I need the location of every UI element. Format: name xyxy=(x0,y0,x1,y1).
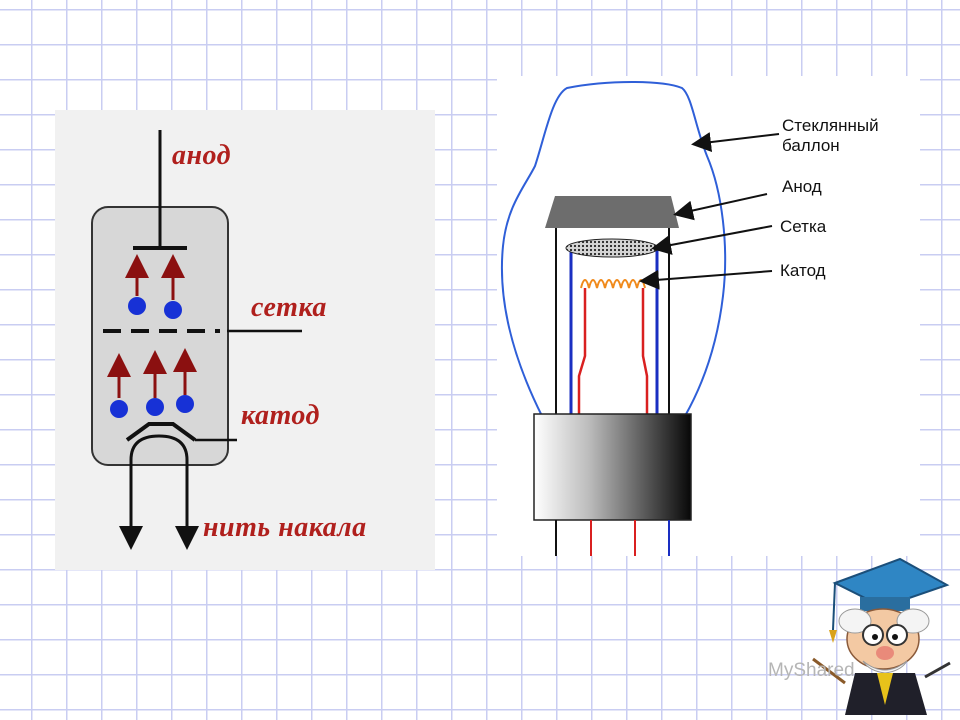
electron xyxy=(164,301,182,319)
tube-svg xyxy=(500,81,780,556)
tube-base xyxy=(533,413,692,521)
tube-drawing-panel: Стеклянный баллон Анод Сетка Катод xyxy=(497,76,920,556)
schematic-svg xyxy=(91,130,302,550)
professor-illustration xyxy=(812,557,951,715)
filament xyxy=(129,434,189,530)
cathode-label-right: Катод xyxy=(780,261,826,280)
anode-plate xyxy=(545,196,679,228)
grid-label-right: Сетка xyxy=(780,217,827,236)
watermark-text: MyShared xyxy=(768,660,855,681)
grid-mesh xyxy=(565,238,659,258)
cathode-coil xyxy=(580,279,646,289)
electron xyxy=(146,398,164,416)
glass-pointer xyxy=(691,132,780,153)
grid-label: сетка xyxy=(251,292,327,323)
filament-wire xyxy=(577,288,587,416)
electron xyxy=(110,400,128,418)
glass-label-line1: Стеклянный xyxy=(782,116,879,135)
electron xyxy=(176,395,194,413)
electron xyxy=(128,297,146,315)
grid-pointer xyxy=(651,225,773,255)
filament-label: нить накала xyxy=(203,512,367,543)
cathode-pointer xyxy=(639,269,773,290)
schematic-panel: анод сетка катод нить накала xyxy=(55,110,435,570)
cathode xyxy=(125,422,197,442)
glass-label-line2: баллон xyxy=(782,136,840,155)
anode-pointer xyxy=(673,193,768,221)
professor-mascot xyxy=(805,555,955,715)
glass-bulb xyxy=(500,81,727,417)
anode-label-right: Анод xyxy=(782,177,822,196)
filament-wire xyxy=(641,288,649,416)
cathode-label: катод xyxy=(241,400,320,431)
anode-label: анод xyxy=(172,140,232,171)
